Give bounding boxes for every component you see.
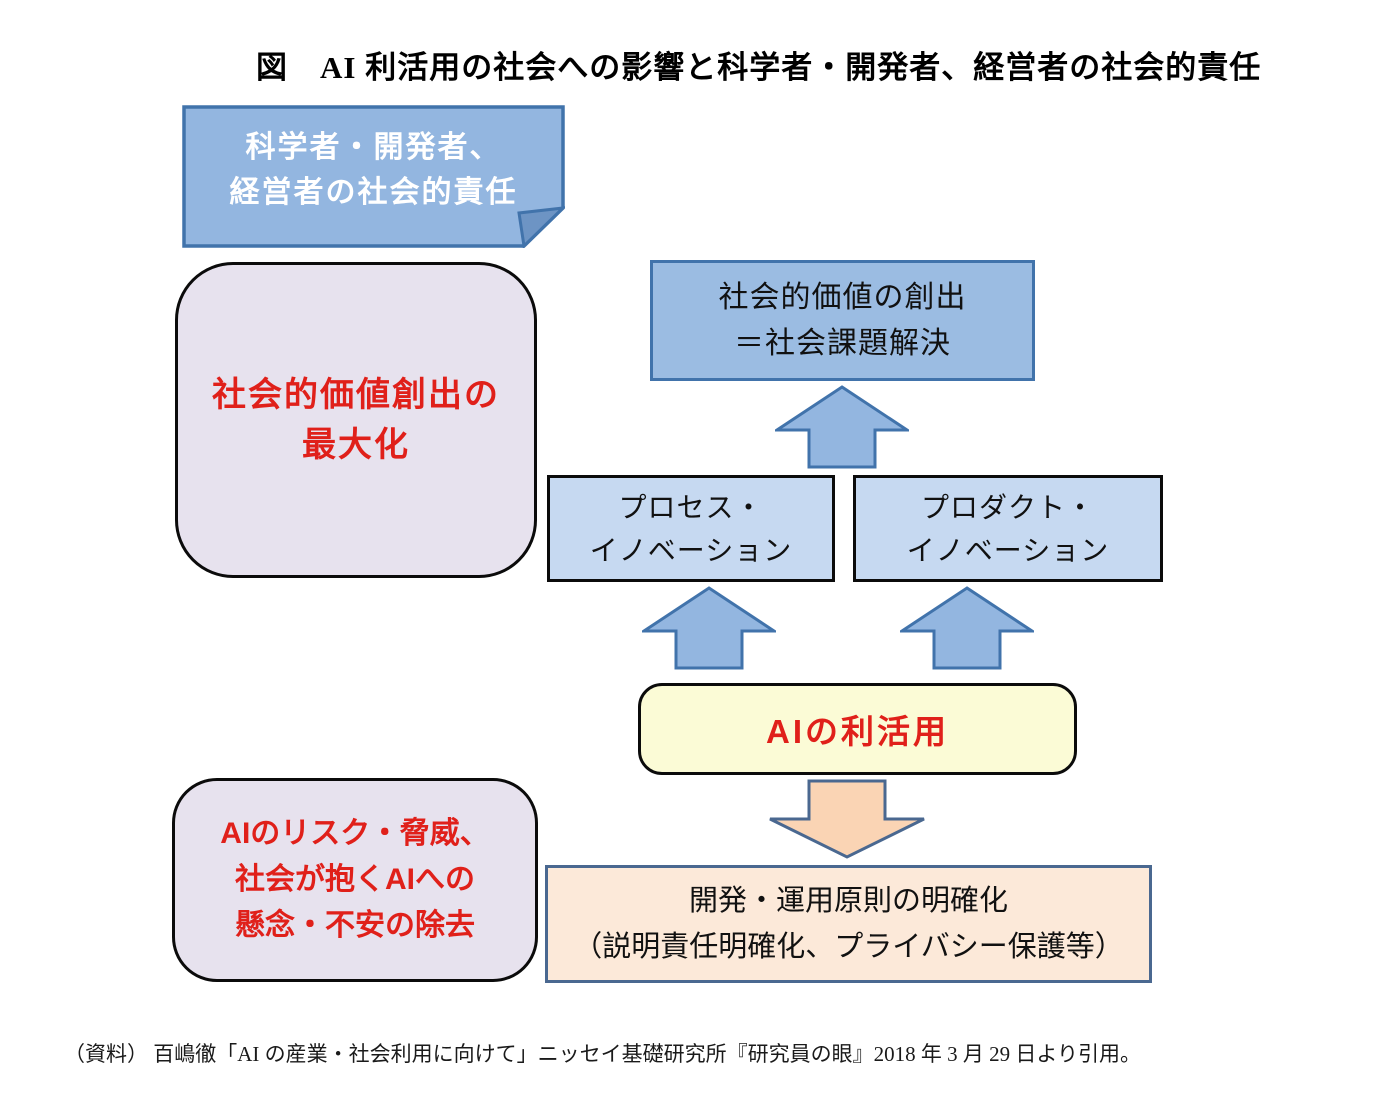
process-innovation-line: イノベーション	[589, 534, 793, 566]
responsibility-callout: 科学者・開発者、 経営者の社会的責任	[182, 105, 565, 248]
ai-utilization-label: AIの利活用	[766, 713, 949, 750]
value-maximization-line: 社会的価値創出の	[212, 376, 500, 414]
risk-removal-box: AIのリスク・脅威、 社会が抱くAIへの 懸念・不安の除去	[172, 778, 538, 982]
product-innovation-box: プロダクト・ イノベーション	[853, 475, 1163, 582]
up-arrow-icon	[900, 586, 1034, 670]
source-note: （資料） 百嶋徹「AI の産業・社会利用に向けて」ニッセイ基礎研究所『研究員の眼…	[64, 1042, 1141, 1066]
process-innovation-box: プロセス・ イノベーション	[547, 475, 835, 582]
principles-box: 開発・運用原則の明確化 （説明責任明確化、プライバシー保護等）	[545, 865, 1152, 983]
risk-removal-line: AIのリスク・脅威、	[220, 817, 490, 850]
product-innovation-line: プロダクト・	[920, 491, 1095, 523]
callout-line: 科学者・開発者、	[245, 130, 502, 164]
callout-line: 経営者の社会的責任	[229, 175, 518, 209]
product-innovation-line: イノベーション	[906, 534, 1110, 566]
process-innovation-line: プロセス・	[618, 491, 764, 523]
up-arrow-icon	[642, 586, 776, 670]
folded-corner-note-icon	[182, 105, 565, 248]
ai-utilization-box: AIの利活用	[638, 683, 1077, 775]
principles-line: （説明責任明確化、プライバシー保護等）	[573, 931, 1124, 963]
social-value-line: 社会的価値の創出	[718, 280, 967, 314]
figure-title: 図 AI 利活用の社会への影響と科学者・開発者、経営者の社会的責任	[256, 50, 1262, 85]
down-arrow-icon	[769, 779, 925, 859]
risk-removal-line: 社会が抱くAIへの	[235, 863, 475, 896]
principles-line: 開発・運用原則の明確化	[688, 885, 1008, 917]
value-maximization-line: 最大化	[302, 426, 410, 464]
responsibility-callout-text: 科学者・開発者、 経営者の社会的責任	[182, 105, 565, 234]
value-maximization-box: 社会的価値創出の 最大化	[175, 262, 537, 578]
social-value-creation-box: 社会的価値の創出 ＝社会課題解決	[650, 260, 1035, 381]
up-arrow-icon	[775, 385, 909, 469]
risk-removal-line: 懸念・不安の除去	[235, 909, 475, 942]
social-value-line: ＝社会課題解決	[734, 326, 951, 360]
